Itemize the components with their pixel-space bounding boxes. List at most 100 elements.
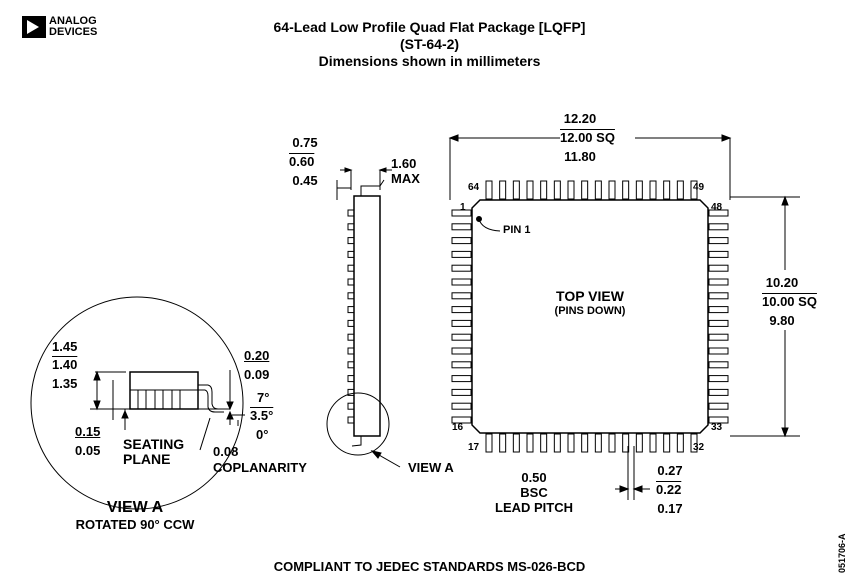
foot-length-nom: 0.60 xyxy=(289,154,315,169)
view-a-callout-circle xyxy=(326,392,390,456)
angle-min: 0° xyxy=(256,427,269,442)
side-lead xyxy=(347,223,355,231)
side-lead xyxy=(347,361,355,369)
lead-thickness-max: 0.20 xyxy=(244,348,270,363)
logo-line-1: ANALOG xyxy=(49,15,97,27)
lead xyxy=(663,180,671,200)
view-a-subtitle: ROTATED 90° CCW xyxy=(75,517,195,532)
lead xyxy=(499,180,507,200)
foot-length-min: 0.45 xyxy=(292,173,318,188)
lead xyxy=(708,333,729,341)
lead xyxy=(708,223,729,231)
lead xyxy=(485,180,493,200)
side-leads xyxy=(347,209,355,424)
lead-pitch-label: LEAD PITCH xyxy=(495,500,573,515)
lead-pitch-value: 0.50 xyxy=(521,470,547,485)
lead xyxy=(567,433,575,453)
lead-width-min: 0.17 xyxy=(657,501,683,516)
height-max-label: MAX xyxy=(391,171,420,186)
pin-number-16: 16 xyxy=(452,422,464,433)
lead xyxy=(649,180,657,200)
lead xyxy=(594,433,602,453)
lead xyxy=(526,180,534,200)
lead xyxy=(526,433,534,453)
side-lead xyxy=(347,416,355,424)
lead xyxy=(635,180,643,200)
title-line-2: (ST-64-2) xyxy=(399,36,460,52)
lead xyxy=(708,292,729,300)
lead xyxy=(451,223,472,231)
pin1-label: PIN 1 xyxy=(503,224,531,236)
lead xyxy=(451,306,472,314)
side-lead xyxy=(347,402,355,410)
pin-number-32: 32 xyxy=(693,442,705,453)
side-lead xyxy=(347,375,355,383)
body-height-nom: 1.40 xyxy=(52,357,78,372)
lead xyxy=(708,264,729,272)
lead xyxy=(512,180,520,200)
top-view-label: TOP VIEW xyxy=(556,288,624,304)
lead xyxy=(708,375,729,383)
lead xyxy=(708,306,729,314)
height-dim-nom: 10.00 SQ xyxy=(762,294,817,309)
lead xyxy=(451,361,472,369)
lead xyxy=(676,180,684,200)
coplanarity-label: COPLANARITY xyxy=(213,460,307,475)
lead xyxy=(708,347,729,355)
lead xyxy=(708,416,729,424)
jedec-compliance-note: COMPLIANT TO JEDEC STANDARDS MS-026-BCD xyxy=(273,559,586,574)
lead xyxy=(622,433,630,453)
width-dim-max: 12.20 xyxy=(563,111,597,126)
lead xyxy=(553,433,561,453)
lead xyxy=(581,180,589,200)
height-dim-max: 10.20 xyxy=(765,275,799,290)
lead xyxy=(663,433,671,453)
lead xyxy=(690,180,698,200)
lead-pitch-bsc: BSC xyxy=(520,485,548,500)
lead xyxy=(708,209,729,217)
lead xyxy=(451,347,472,355)
pin-number-1: 1 xyxy=(460,202,466,213)
side-view-body xyxy=(353,195,381,437)
view-a-callout-label: VIEW A xyxy=(408,460,454,475)
top-view-sublabel: (PINS DOWN) xyxy=(554,305,626,317)
lead-thickness-min: 0.09 xyxy=(244,367,270,382)
lead xyxy=(622,180,630,200)
height-dim-min: 9.80 xyxy=(769,313,795,328)
lead xyxy=(451,264,472,272)
lead xyxy=(708,319,729,327)
lead xyxy=(451,388,472,396)
coplanarity-value: 0.08 xyxy=(213,444,239,459)
lead xyxy=(690,433,698,453)
side-lead xyxy=(347,347,355,355)
lead xyxy=(540,433,548,453)
lead xyxy=(594,180,602,200)
standoff-max: 0.15 xyxy=(75,424,101,439)
standoff-min: 0.05 xyxy=(75,443,101,458)
side-lead xyxy=(347,292,355,300)
width-dim-min: 11.80 xyxy=(564,149,596,164)
lead-width-max: 0.27 xyxy=(657,463,683,478)
lead xyxy=(708,361,729,369)
pin-number-48: 48 xyxy=(711,202,723,213)
view-a-detail-circle xyxy=(30,296,244,510)
lead xyxy=(708,237,729,245)
lead xyxy=(451,250,472,258)
title-line-1: 64-Lead Low Profile Quad Flat Package [L… xyxy=(273,19,586,35)
lead xyxy=(581,433,589,453)
side-lead xyxy=(347,306,355,314)
body-height-min: 1.35 xyxy=(52,376,78,391)
side-lead xyxy=(347,237,355,245)
lead xyxy=(649,433,657,453)
seating-plane-line-2: PLANE xyxy=(123,451,171,467)
lead xyxy=(676,433,684,453)
top-view-body xyxy=(471,199,709,434)
lead xyxy=(451,237,472,245)
document-id: 051706-A xyxy=(837,533,847,573)
side-lead xyxy=(347,333,355,341)
lead xyxy=(451,416,472,424)
side-lead xyxy=(347,319,355,327)
view-a-title: VIEW A xyxy=(106,499,164,516)
lead xyxy=(485,433,493,453)
seating-plane-line-1: SEATING xyxy=(123,436,185,452)
